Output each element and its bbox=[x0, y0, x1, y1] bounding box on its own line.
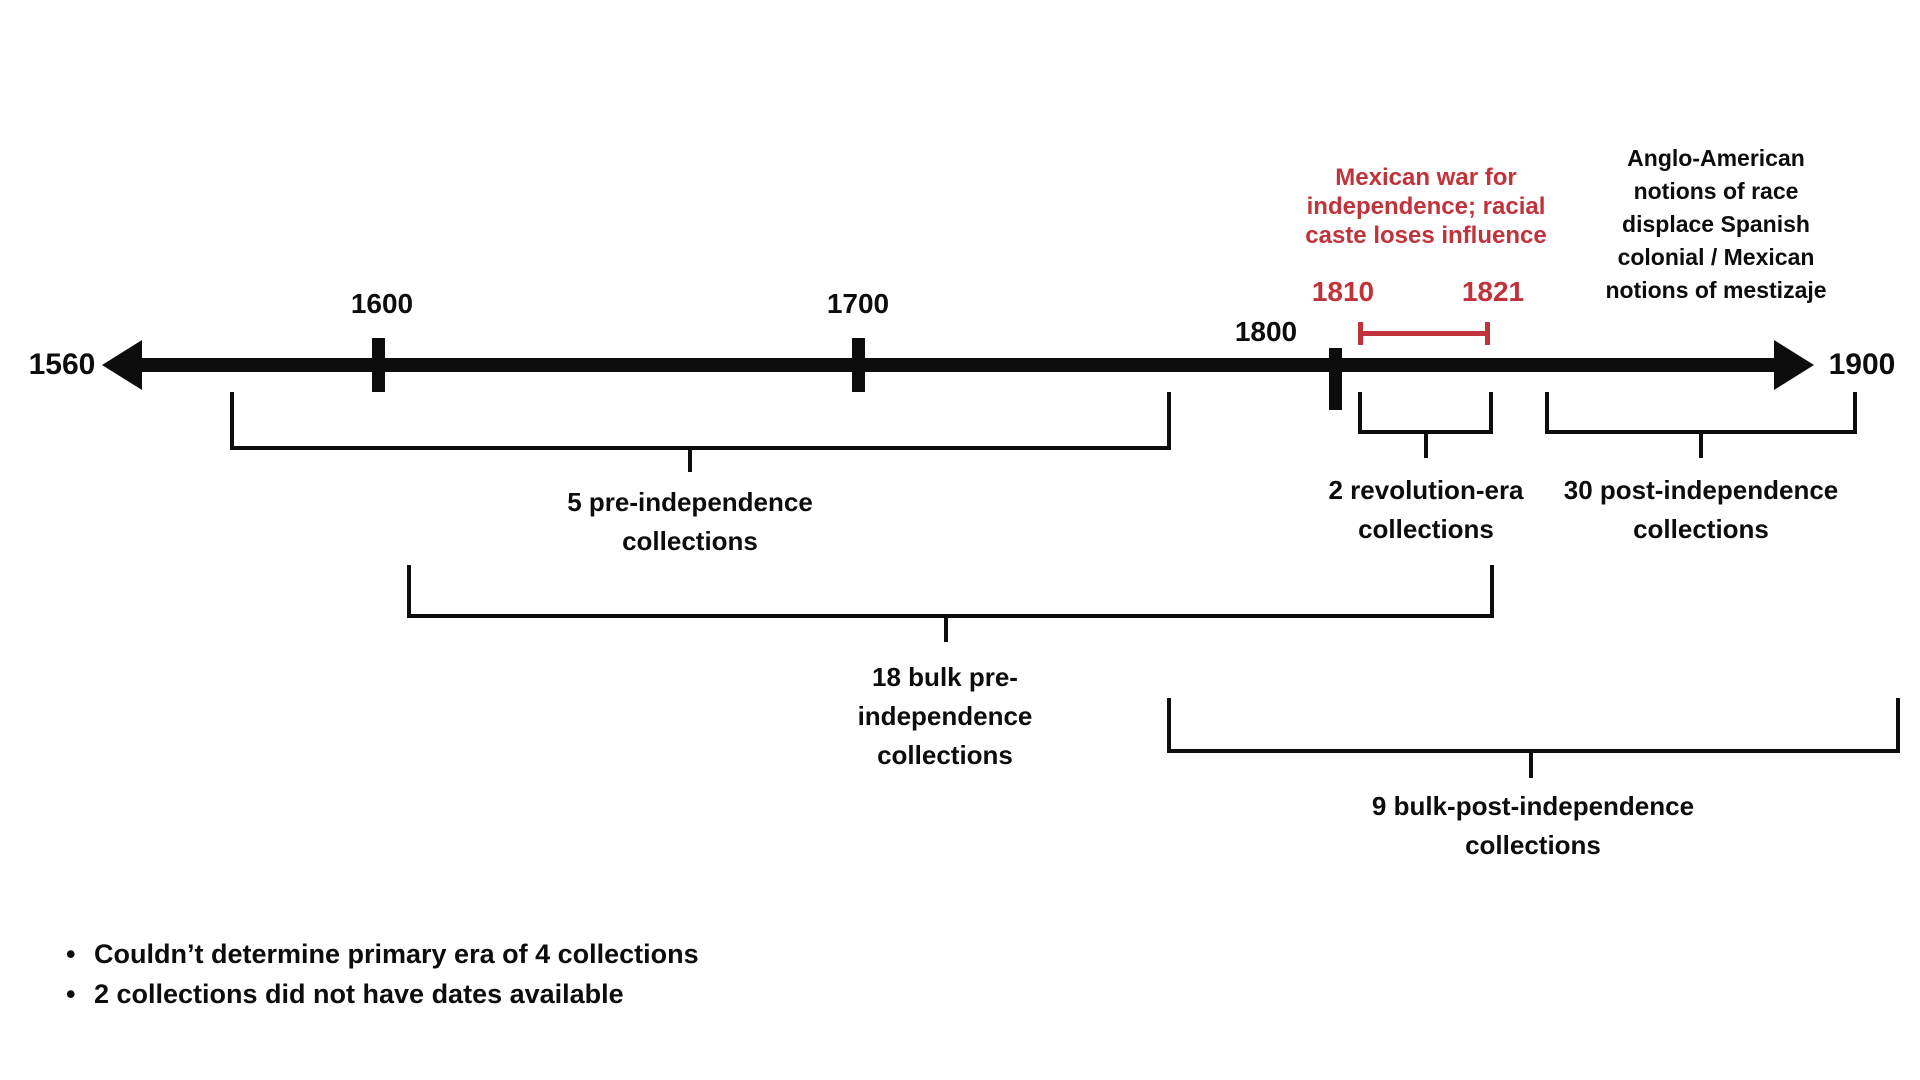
bracket-label-line: independence bbox=[857, 701, 1033, 731]
war-range-line bbox=[1358, 331, 1490, 336]
race-annotation-line: notions of race bbox=[1633, 178, 1799, 204]
tick-label-1800: 1800 bbox=[1234, 316, 1298, 347]
bracket-bulk-post-independence bbox=[1167, 698, 1900, 753]
bracket-label-line: 5 pre-independence bbox=[567, 487, 813, 517]
footnotes: • Couldn’t determine primary era of 4 co… bbox=[66, 934, 699, 1014]
footnote-item: • 2 collections did not have dates avail… bbox=[66, 974, 699, 1014]
timeline-right-arrow-icon bbox=[1774, 340, 1814, 390]
timeline-left-arrow-icon bbox=[102, 340, 142, 390]
war-annotation: Mexican war for independence; racial cas… bbox=[1266, 163, 1586, 250]
tick-1700 bbox=[852, 338, 865, 392]
bracket-label-line: 30 post-independence bbox=[1563, 475, 1839, 505]
bracket-revolution-era-label: 2 revolution-era collections bbox=[1296, 471, 1556, 549]
bracket-label-line: 9 bulk-post-independence bbox=[1371, 791, 1695, 821]
footnote-text: 2 collections did not have dates availab… bbox=[94, 979, 624, 1009]
bracket-label-line: 2 revolution-era bbox=[1328, 475, 1524, 505]
timeline-start-label: 1560 bbox=[28, 348, 96, 381]
footnote-item: • Couldn’t determine primary era of 4 co… bbox=[66, 934, 699, 974]
bracket-label-line: 18 bulk pre- bbox=[872, 662, 1018, 692]
bracket-bulk-pre-independence-stem bbox=[944, 618, 948, 642]
bracket-post-independence-label: 30 post-independence collections bbox=[1541, 471, 1861, 549]
bracket-pre-independence-label: 5 pre-independence collections bbox=[530, 483, 850, 561]
race-annotation-line: colonial / Mexican bbox=[1617, 244, 1815, 270]
tick-1600 bbox=[372, 338, 385, 392]
bracket-pre-independence bbox=[230, 392, 1171, 450]
war-start-year: 1810 bbox=[1311, 276, 1375, 307]
bracket-label-line: collections bbox=[1465, 830, 1601, 860]
footnote-text: Couldn’t determine primary era of 4 coll… bbox=[94, 939, 699, 969]
tick-label-1700: 1700 bbox=[826, 288, 890, 319]
bullet-icon: • bbox=[66, 979, 76, 1009]
bracket-label-line: collections bbox=[1358, 514, 1494, 544]
war-annotation-line: independence; racial bbox=[1306, 193, 1546, 220]
bracket-post-independence-stem bbox=[1699, 434, 1703, 458]
war-annotation-line: Mexican war for bbox=[1335, 164, 1517, 191]
war-annotation-line: caste loses influence bbox=[1305, 222, 1547, 249]
race-annotation-line: Anglo-American bbox=[1627, 145, 1805, 171]
war-range-end-tick bbox=[1485, 322, 1490, 345]
bracket-bulk-post-independence-label: 9 bulk-post-independence collections bbox=[1323, 787, 1743, 865]
bracket-pre-independence-stem bbox=[688, 450, 692, 472]
bracket-bulk-pre-independence bbox=[407, 565, 1494, 618]
timeline-end-label: 1900 bbox=[1828, 348, 1896, 381]
bullet-icon: • bbox=[66, 939, 76, 969]
race-annotation: Anglo-American notions of race displace … bbox=[1566, 142, 1866, 307]
bracket-revolution-era-stem bbox=[1424, 434, 1428, 458]
bracket-bulk-pre-independence-label: 18 bulk pre- independence collections bbox=[805, 658, 1085, 775]
war-range-start-tick bbox=[1358, 322, 1363, 345]
bracket-bulk-post-independence-stem bbox=[1529, 753, 1533, 778]
bracket-label-line: collections bbox=[1633, 514, 1769, 544]
tick-label-1600: 1600 bbox=[350, 288, 414, 319]
bracket-post-independence bbox=[1545, 392, 1857, 434]
race-annotation-line: notions of mestizaje bbox=[1605, 277, 1827, 303]
race-annotation-line: displace Spanish bbox=[1622, 211, 1810, 237]
bracket-revolution-era bbox=[1358, 392, 1493, 434]
timeline-bar bbox=[118, 358, 1800, 372]
war-end-year: 1821 bbox=[1461, 276, 1525, 307]
tick-1800 bbox=[1329, 348, 1342, 410]
bracket-label-line: collections bbox=[877, 740, 1013, 770]
bracket-label-line: collections bbox=[622, 526, 758, 556]
